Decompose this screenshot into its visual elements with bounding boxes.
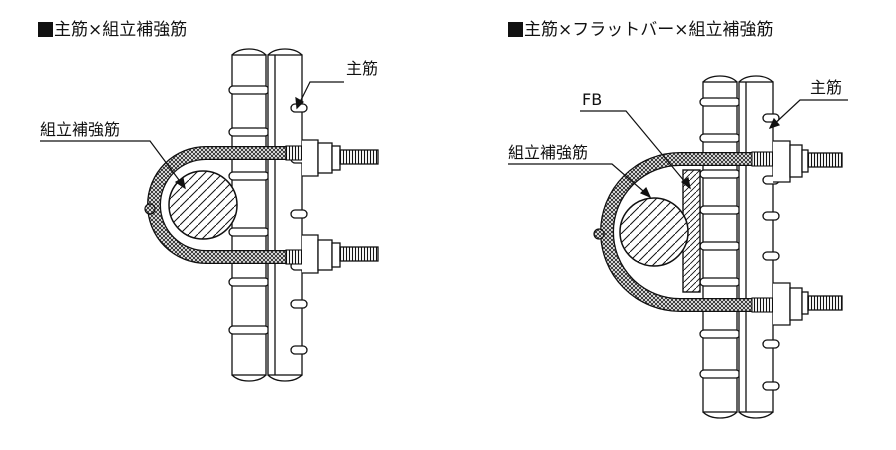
right-rear-bar [699, 75, 741, 419]
right-label-reinforcing-bar: 組立補強筋 [508, 143, 589, 162]
right-bar-section [619, 197, 689, 267]
square-bullet-icon [508, 22, 523, 37]
right-figure [508, 75, 848, 419]
right-title: 主筋×フラットバー×組立補強筋 [508, 20, 774, 40]
left-figure [40, 48, 379, 382]
left-label-main-bar: 主筋 [346, 59, 379, 78]
right-top-bolt [773, 140, 843, 183]
left-title-text: 主筋×組立補強筋 [54, 20, 188, 40]
left-title: 主筋×組立補強筋 [38, 20, 187, 40]
left-front-bar [231, 48, 308, 382]
square-bullet-icon [38, 22, 53, 37]
left-bottom-bolt [302, 234, 379, 274]
right-leaders [508, 99, 848, 199]
left-weld-dot [144, 203, 156, 215]
right-label-main-bar: 主筋 [810, 78, 843, 97]
left-leaders [40, 81, 344, 190]
left-label-reinforcing-bar: 組立補強筋 [40, 120, 121, 139]
right-weld-dot [593, 228, 605, 240]
right-title-text: 主筋×フラットバー×組立補強筋 [524, 20, 774, 40]
left-bar-section [168, 170, 238, 240]
right-bottom-bolt [773, 282, 843, 326]
right-label-fb: FB [582, 90, 603, 109]
left-top-bolt [302, 139, 379, 177]
